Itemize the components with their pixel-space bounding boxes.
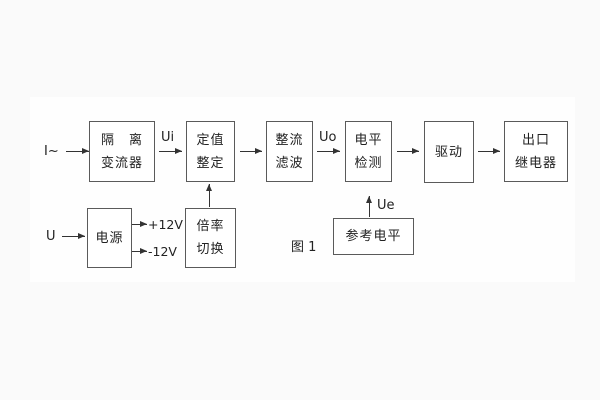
- block-power-supply: 电源: [87, 208, 132, 268]
- block-output-relay: 出口 继电器: [504, 121, 568, 182]
- block-line: 定值: [196, 132, 225, 148]
- block-line: 驱动: [434, 144, 463, 160]
- label-signal-ue: Ue: [377, 198, 395, 213]
- arrow-driver-to-relay: [478, 148, 500, 154]
- block-line: 检测: [354, 155, 383, 171]
- block-rectify-filter: 整流 滤波: [266, 121, 313, 182]
- block-line: 电源: [95, 230, 124, 246]
- arrow-reference-ue: [366, 196, 372, 217]
- block-line: 倍率: [196, 219, 225, 234]
- arrow-current-input: [66, 148, 89, 154]
- arrow-isolation-to-setting: [159, 148, 182, 154]
- block-ratio-switch: 倍率 切换: [185, 208, 236, 268]
- block-reference-level: 参考电平: [333, 218, 414, 255]
- label-signal-uo: Uo: [319, 130, 337, 145]
- arrow-rail-positive: [132, 221, 147, 227]
- block-line: 变流器: [100, 155, 143, 171]
- arrow-level-to-driver: [397, 148, 419, 154]
- block-line: 电平: [354, 132, 383, 148]
- figure-caption: 图 1: [291, 240, 317, 255]
- arrow-ratio-to-setting: [206, 184, 212, 207]
- arrow-voltage-input: [62, 233, 85, 239]
- block-line: 继电器: [514, 155, 557, 171]
- block-level-detector: 电平 检测: [345, 121, 392, 182]
- block-driver: 驱动: [424, 121, 474, 183]
- label-rail-positive: +12V: [148, 217, 183, 232]
- arrow-rail-negative: [132, 248, 147, 254]
- arrow-rectifier-to-level: [317, 148, 340, 154]
- block-line: 参考电平: [345, 229, 402, 244]
- block-line: 隔 离: [100, 132, 143, 148]
- block-isolation-transducer: 隔 离 变流器: [89, 121, 155, 182]
- block-line: 滤波: [275, 155, 304, 171]
- label-rail-negative: -12V: [148, 244, 177, 259]
- block-line: 整流: [275, 132, 304, 148]
- block-line: 整定: [196, 155, 225, 171]
- block-setpoint-setting: 定值 整定: [186, 121, 235, 182]
- block-line: 切换: [196, 242, 225, 257]
- label-input-voltage: U: [46, 229, 56, 244]
- block-line: 出口: [521, 132, 550, 148]
- arrow-setting-to-rectifier: [240, 148, 262, 154]
- label-signal-ui: Ui: [161, 130, 175, 145]
- label-input-current: I~: [44, 144, 59, 159]
